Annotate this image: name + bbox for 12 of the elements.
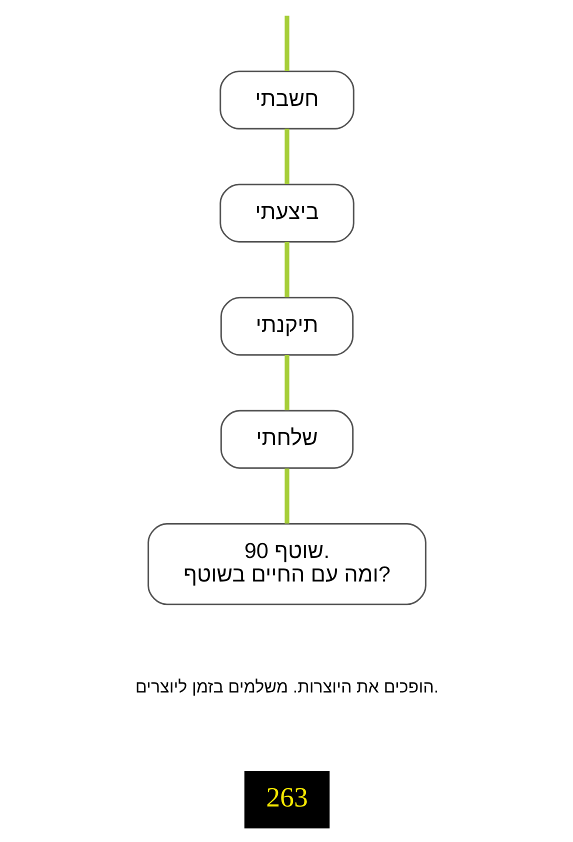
label: 263 (266, 782, 308, 814)
node-box: שוטף 90. ומה עם החיים בשוטף? (147, 523, 426, 606)
node-box: חשבתי (219, 70, 354, 130)
node-box: שלחתי (220, 410, 354, 469)
node-box: תיקנתי (220, 296, 354, 356)
label: הופכים את היוצרות. משלמים בזמן ליוצרים. (134, 677, 438, 696)
connector (284, 242, 289, 298)
connector (284, 128, 289, 184)
connector (284, 16, 289, 71)
connector (284, 355, 289, 410)
connector (284, 468, 289, 524)
node-box: ביצעתי (219, 184, 354, 243)
